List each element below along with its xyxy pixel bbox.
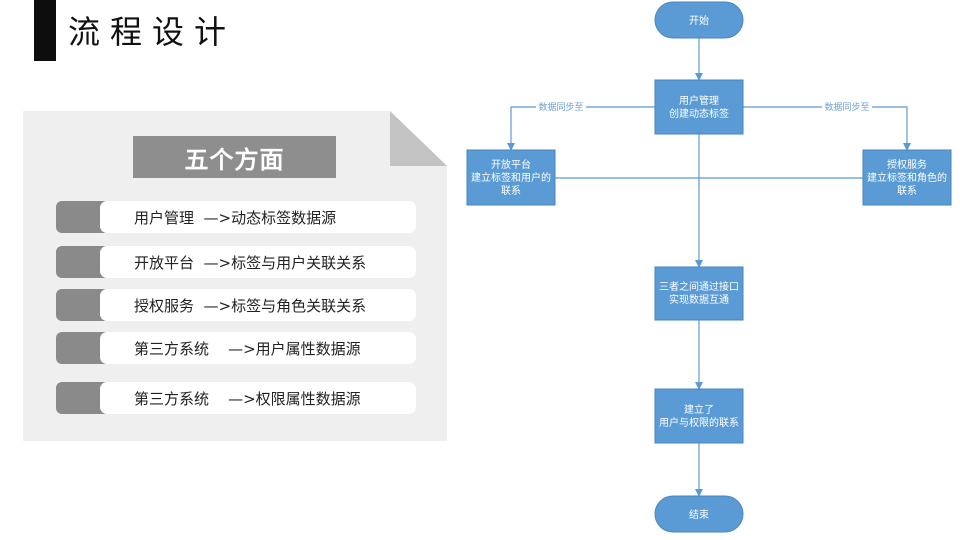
panel-heading: 五个方面 — [133, 136, 336, 178]
aspect-item-text: 第三方系统 —>用户属性数据源 — [134, 339, 361, 358]
node-link-built-line2: 用户与权限的联系 — [659, 416, 739, 429]
aspect-item: 开放平台 —>标签与用户关联关系 — [56, 246, 416, 278]
node-user-mgmt-line1: 用户管理 — [679, 94, 719, 107]
aspect-item-tab — [56, 246, 106, 278]
node-interface-line2: 实现数据互通 — [669, 293, 729, 306]
node-interface — [654, 266, 744, 321]
node-open-platform — [466, 149, 556, 206]
aspect-item: 第三方系统 —>用户属性数据源 — [56, 332, 416, 364]
node-end — [654, 495, 744, 533]
edge-label-bg — [822, 101, 872, 113]
node-open-platform-line2: 建立标签和用户的 — [471, 171, 551, 184]
node-link-built — [654, 388, 744, 444]
edge-label-bg — [536, 101, 586, 113]
edge-user-mgmt-to-open-platform — [507, 106, 655, 151]
node-interface-line1: 三者之间通过接口 — [659, 280, 739, 293]
edge-user-mgmt-to-auth-service — [743, 106, 911, 151]
edge-label-right: 数据同步至 — [824, 101, 869, 113]
aspect-item-tab — [56, 382, 106, 414]
node-start — [654, 1, 744, 39]
node-open-platform-line3: 联系 — [501, 185, 521, 197]
aspect-item-tab — [56, 201, 106, 233]
aspect-item-text: 开放平台 —>标签与用户关联关系 — [134, 253, 367, 272]
node-open-platform-line1: 开放平台 — [491, 158, 531, 171]
aspect-item-bar — [100, 332, 416, 364]
aspect-item-bar — [100, 289, 416, 321]
node-user-mgmt — [654, 79, 744, 135]
node-end-text: 结束 — [689, 508, 709, 521]
aspect-item: 第三方系统 —>权限属性数据源 — [56, 382, 416, 414]
aspect-item: 授权服务 —>标签与角色关联关系 — [56, 289, 416, 321]
node-start-text: 开始 — [689, 14, 709, 27]
aspect-item-text: 第三方系统 —>权限属性数据源 — [134, 389, 361, 408]
page-title: 流程设计 — [68, 13, 237, 51]
aspect-item-bar — [100, 201, 416, 233]
node-auth-service-line1: 授权服务 — [887, 158, 927, 171]
node-auth-service-line2: 建立标签和角色的 — [867, 171, 947, 184]
aspect-item-tab — [56, 332, 106, 364]
node-auth-service-line3: 联系 — [897, 185, 917, 197]
aspect-item-bar — [100, 246, 416, 278]
aspect-item-text: 用户管理 —>动态标签数据源 — [134, 208, 337, 227]
edge-label-left: 数据同步至 — [538, 101, 583, 113]
aspect-item-tab — [56, 289, 106, 321]
node-auth-service — [862, 149, 952, 206]
title-accent-bar — [34, 0, 56, 61]
node-link-built-line1: 建立了 — [684, 403, 714, 416]
aspect-item-text: 授权服务 —>标签与角色关联关系 — [134, 296, 367, 315]
aspect-item-bar — [100, 382, 416, 414]
node-user-mgmt-line2: 创建动态标签 — [669, 107, 729, 120]
aspect-item: 用户管理 —>动态标签数据源 — [56, 201, 416, 233]
